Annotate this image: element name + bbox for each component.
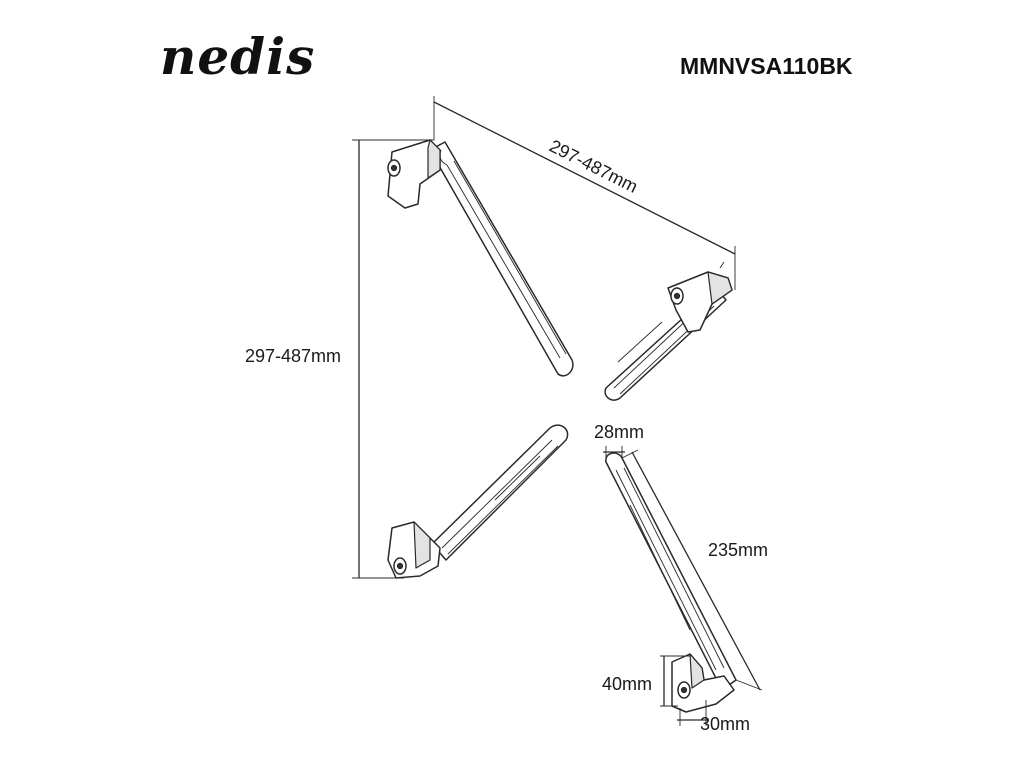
model-code: MMNVSA110BK xyxy=(680,53,853,79)
vertical-span-label: 297-487mm xyxy=(245,346,341,366)
brand-logo: nedis xyxy=(160,27,315,86)
top-left-arm xyxy=(387,139,574,377)
bottom-right-arm xyxy=(605,452,737,713)
dimension-vertical-span: 297-487mm xyxy=(244,139,434,579)
bracket-height-label: 40mm xyxy=(602,674,652,694)
dimension-horizontal-span: 297-487mm xyxy=(433,96,736,290)
dimension-bracket-height: 40mm xyxy=(602,655,690,707)
dimension-arm-length: 235mm xyxy=(621,449,768,691)
top-right-arm xyxy=(604,261,733,401)
dimension-arm-width: 28mm xyxy=(594,422,644,462)
bracket-width-label: 30mm xyxy=(700,714,750,734)
dimension-bracket-width: 30mm xyxy=(677,700,750,734)
bottom-left-arm xyxy=(387,424,569,579)
arm-length-label: 235mm xyxy=(708,540,768,560)
arm-width-label: 28mm xyxy=(594,422,644,442)
